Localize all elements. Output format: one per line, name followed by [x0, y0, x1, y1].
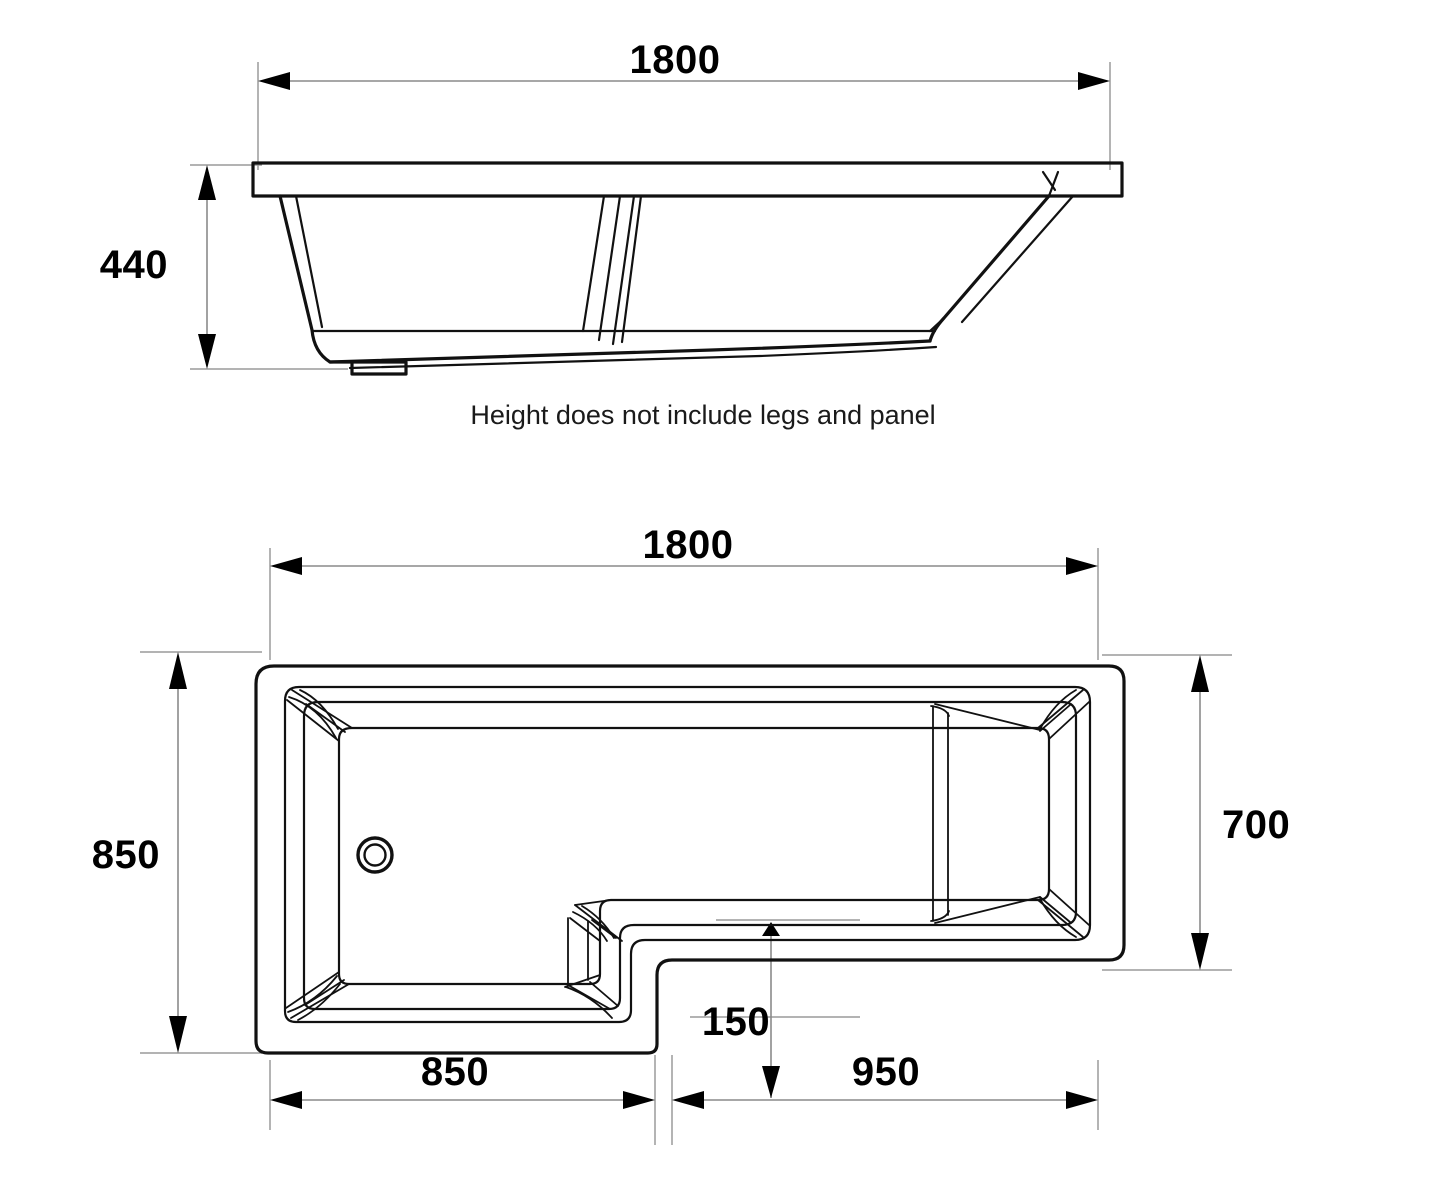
- elevation-foot-block: [350, 360, 408, 376]
- elev-arrow-left-1800: [258, 72, 290, 90]
- elevation-view-group: 1800 440: [100, 38, 1124, 430]
- plug-hole-outer-ring: [356, 836, 394, 874]
- plan-outer-outline: [254, 664, 1126, 1055]
- plan-arrow-right-950: [1066, 1091, 1098, 1109]
- plan-corner-ray-tr-c: [1039, 704, 1071, 732]
- plan-arrow-bot-850: [169, 1016, 187, 1053]
- plan-bowl-floor: [337, 726, 1051, 986]
- elevation-right-inner-wall: [960, 194, 1075, 324]
- plan-arrow-left-950: [672, 1091, 704, 1109]
- plug-hole-inner-ring: [363, 843, 387, 867]
- elevation-right-rim-notch-a: [1047, 170, 1060, 198]
- elevation-right-outer-wall: [928, 194, 1051, 343]
- elev-arrow-top-440: [198, 165, 216, 200]
- plan-step-ray-g: [589, 981, 619, 1007]
- plan-arrow-top-150: [762, 922, 780, 936]
- elevation-step-line-a: [581, 194, 606, 333]
- plan-dim-label-150: 150: [702, 1000, 770, 1044]
- elev-arrow-bot-440: [198, 334, 216, 369]
- plan-corner-curve-br-a: [1039, 898, 1077, 938]
- plan-step-ray-c: [569, 917, 601, 942]
- elevation-left-inner-wall: [294, 194, 324, 329]
- plan-corner-curve-tl-b: [288, 696, 337, 739]
- plan-arrow-right-1800: [1066, 557, 1098, 575]
- plan-dim-label-1800: 1800: [643, 523, 734, 567]
- elevation-note-text: Height does not include legs and panel: [470, 400, 935, 430]
- plan-dim-label-950: 950: [852, 1050, 920, 1094]
- plan-arrow-bot-700: [1191, 933, 1209, 970]
- plan-corner-ray-br-c: [1039, 896, 1071, 923]
- plan-step-ray-f: [567, 984, 611, 1010]
- plan-corner-ray-tr-b: [1048, 701, 1090, 740]
- plan-corner-curve-tr-a: [1039, 689, 1077, 730]
- elevation-right-rim-notch-b: [1041, 170, 1057, 192]
- plan-arrow-top-850: [169, 652, 187, 689]
- plan-step-curve-b: [572, 911, 608, 942]
- plan-right-slope-cap-top: [930, 705, 950, 717]
- plan-bowl-top-edge: [302, 700, 1078, 1011]
- elevation-base-outer-curve: [328, 339, 932, 364]
- elevation-step-line-d: [620, 194, 643, 344]
- plan-step-ray-a: [574, 904, 623, 942]
- elevation-right-base-chamfer: [928, 316, 946, 333]
- plan-corner-ray-bl-a: [290, 983, 350, 1019]
- plan-step-curve-a: [581, 905, 615, 939]
- elev-arrow-right-1800: [1078, 72, 1110, 90]
- plan-dim-label-850-bottom: 850: [421, 1050, 489, 1094]
- elevation-left-outer-wall: [278, 194, 354, 364]
- plan-step-ray-e: [564, 974, 601, 988]
- plan-corner-curve-tl-a: [299, 689, 339, 730]
- plan-arrow-left-850b: [270, 1091, 302, 1109]
- plan-right-slope-cap-bot: [930, 910, 950, 922]
- plan-arrow-bot-150: [762, 1066, 780, 1098]
- elevation-step-line-b: [597, 194, 622, 342]
- plan-corner-ray-tl-b: [286, 699, 340, 742]
- plan-corner-curve-bl-b: [287, 975, 338, 1013]
- plan-corner-ray-tl-a: [291, 689, 353, 729]
- plan-right-slope-b: [934, 896, 1041, 924]
- plan-corner-ray-br-b: [1048, 888, 1090, 926]
- elev-dim-label-1800: 1800: [630, 38, 721, 82]
- plan-rim-outer-edge: [283, 685, 1092, 1024]
- plan-dim-label-700: 700: [1222, 803, 1290, 847]
- plan-step-ray-b: [574, 899, 612, 906]
- plan-corner-ray-bl-b: [285, 971, 340, 1009]
- plan-arrow-top-700: [1191, 655, 1209, 692]
- plan-right-slope-a: [934, 703, 1041, 731]
- plan-arrow-right-850b: [623, 1091, 655, 1109]
- plan-dim-label-850-left: 850: [92, 833, 160, 877]
- plan-view-group: 1800 850 700 850: [92, 523, 1290, 1145]
- elevation-step-line-c: [611, 194, 636, 346]
- plan-corner-ray-tr-a: [1037, 689, 1084, 729]
- elevation-base-outer-curve-2: [348, 345, 938, 370]
- plan-arrow-left-1800: [270, 557, 302, 575]
- plan-corner-curve-bl-a: [297, 983, 341, 1021]
- elev-dim-label-440: 440: [100, 243, 168, 287]
- plan-step-curve-c: [565, 986, 613, 1019]
- elevation-rim-band: [251, 161, 1124, 198]
